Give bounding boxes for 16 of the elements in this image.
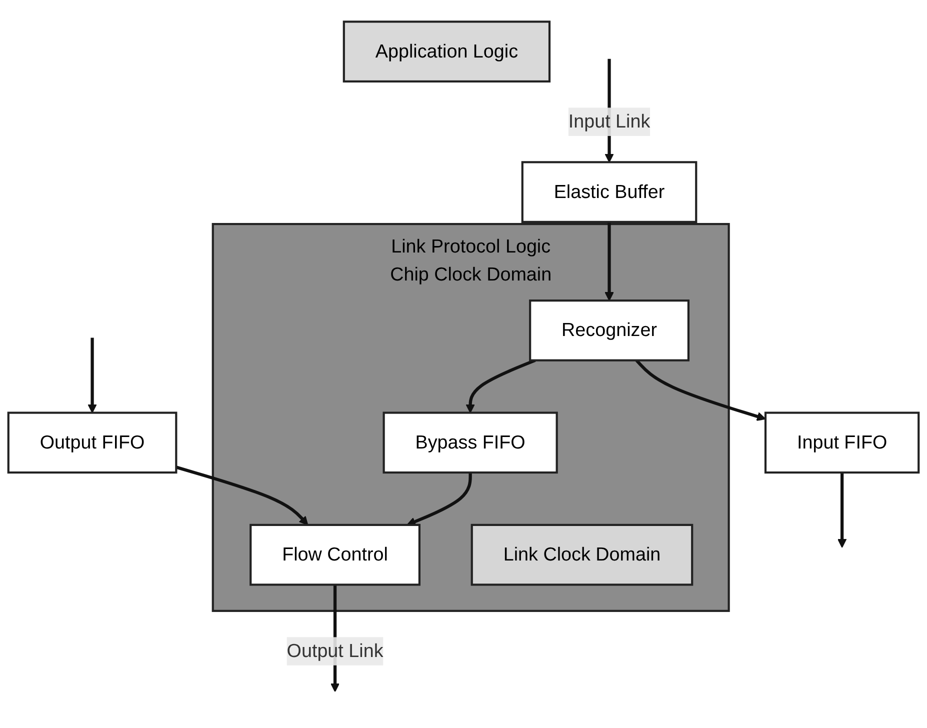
node-box: Link Clock Domain — [470, 524, 694, 586]
edge-label: Output Link — [286, 640, 384, 662]
node-box: Output FIFO — [7, 412, 178, 474]
arrow — [466, 358, 536, 414]
arrow — [88, 338, 97, 414]
arrow — [604, 222, 614, 301]
node-box: Recognizer — [529, 300, 690, 362]
node-box: Flow Control — [250, 524, 420, 586]
arrow — [635, 359, 766, 421]
edge-label: Input Link — [568, 110, 650, 132]
arrow — [176, 466, 308, 526]
node-box: Application Logic — [342, 20, 551, 82]
node-box: Elastic Buffer — [521, 161, 698, 223]
node-box: Input FIFO — [764, 412, 920, 474]
arrow — [837, 472, 847, 548]
node-box: Bypass FIFO — [382, 412, 558, 474]
